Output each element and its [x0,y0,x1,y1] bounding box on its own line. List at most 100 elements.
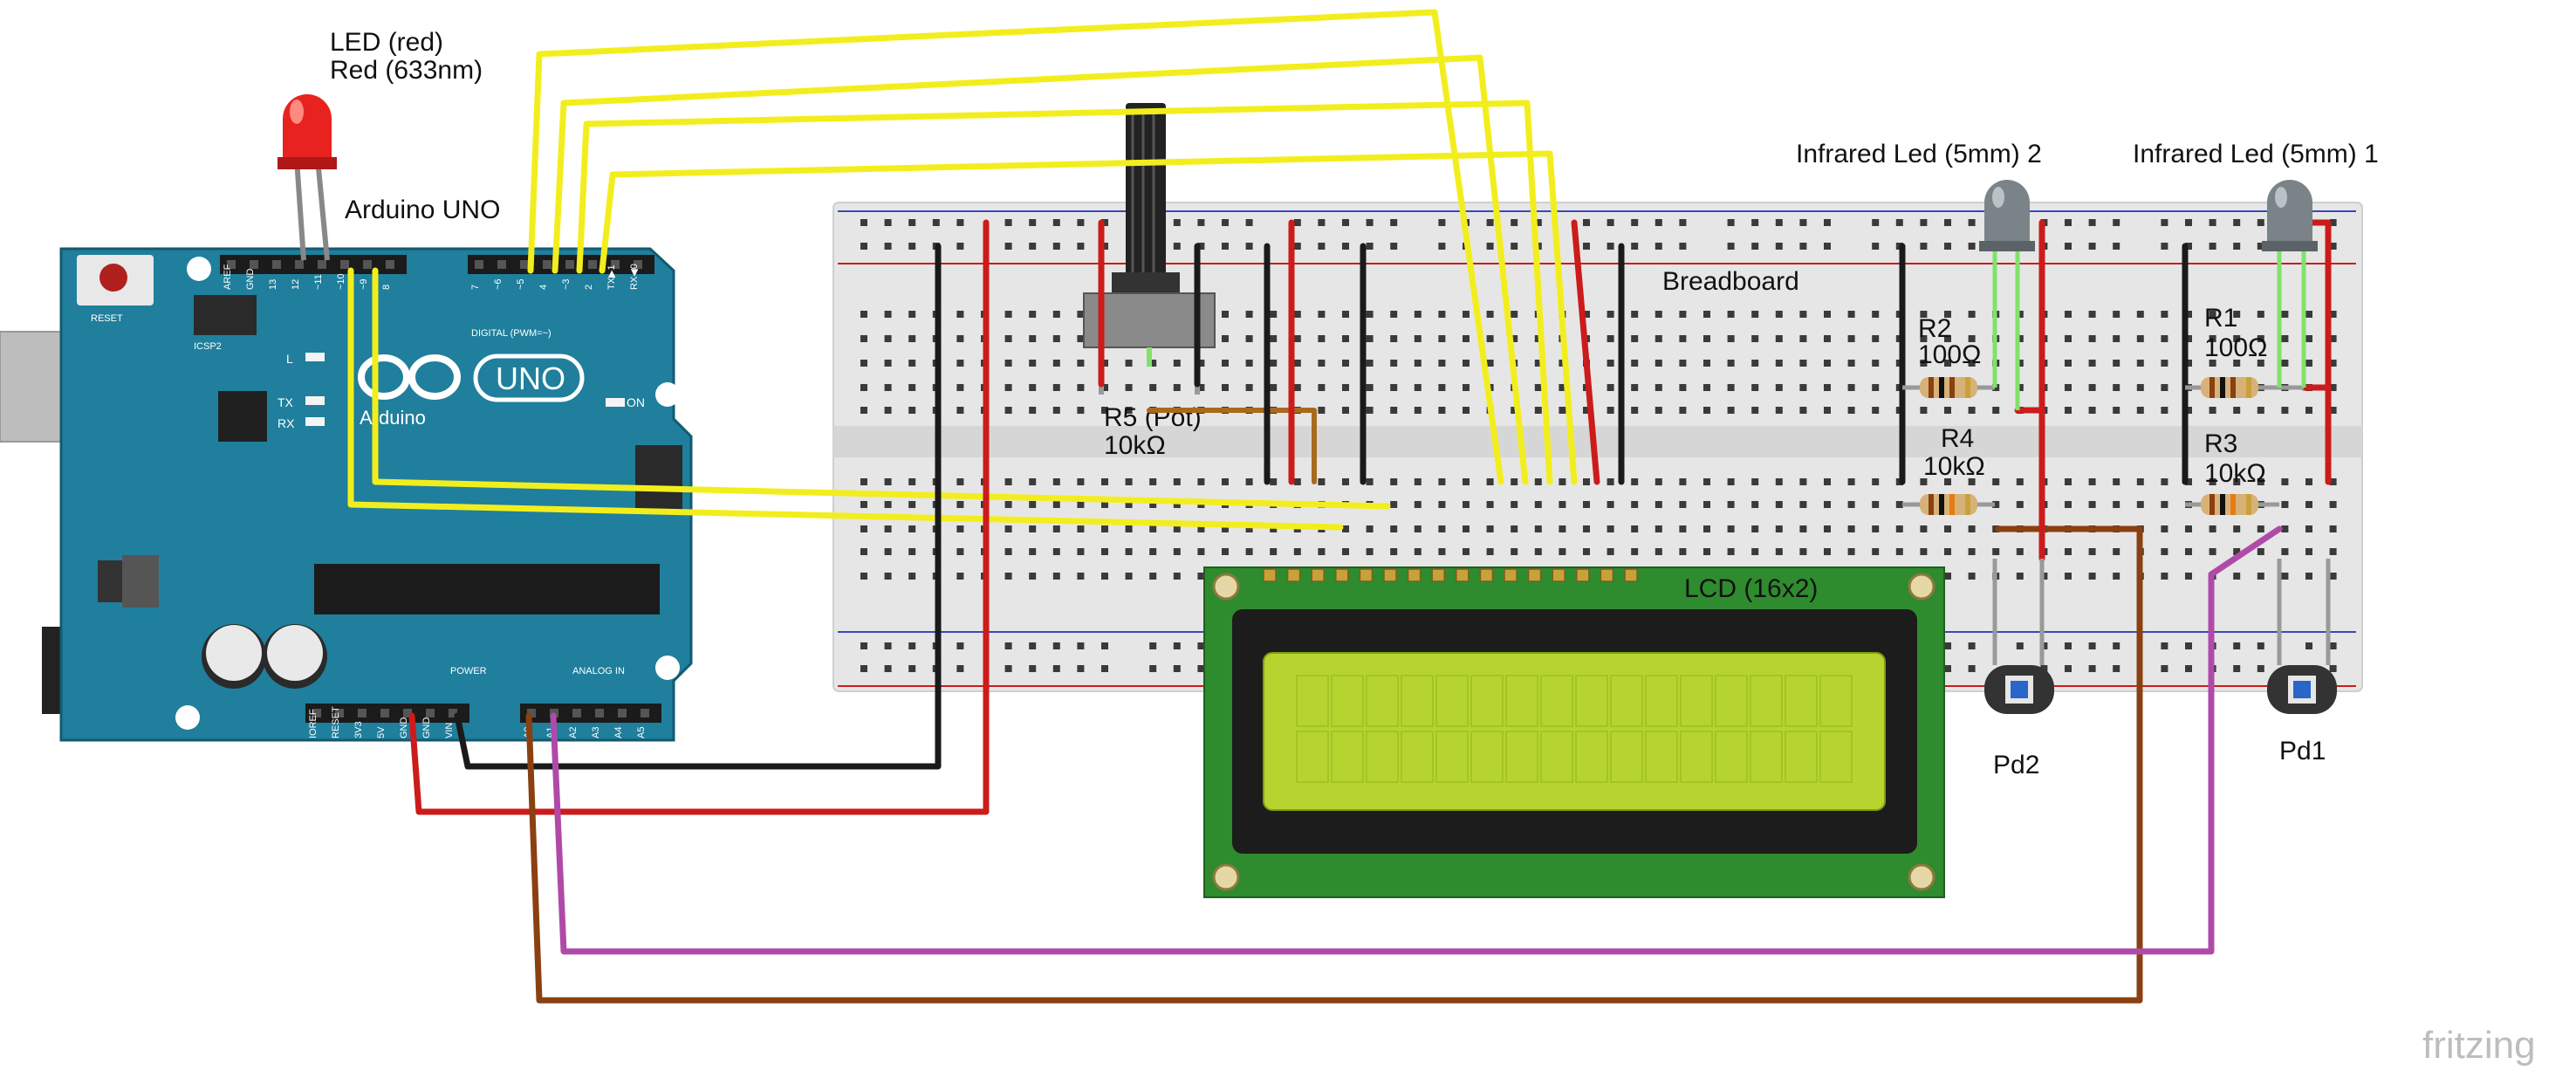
rail-hole [1775,243,1783,250]
breadboard-hole [1703,311,1710,318]
breadboard-hole [2257,478,2264,485]
breadboard-hole [1390,548,1398,555]
breadboard-hole [1342,478,1349,485]
breadboard-hole [1342,407,1349,414]
header-pin [363,260,372,269]
rail-hole [1004,642,1012,649]
breadboard-hole [1607,407,1614,414]
breadboard-hole [1173,573,1181,580]
header-pin [641,709,649,717]
breadboard-hole [1222,478,1229,485]
breadboard-hole [1197,360,1205,367]
wire-black-gnd [454,243,942,770]
breadboard-hole [1486,478,1494,485]
rail-hole [1052,642,1060,649]
breadboard-hole [1342,311,1349,318]
breadboard-hole [1847,478,1855,485]
breadboard-hole [1824,525,1831,532]
rail-hole [1173,243,1181,250]
breadboard-hole [1920,548,1928,555]
breadboard-hole [1173,384,1181,391]
breadboard-hole [1342,335,1349,342]
rail-hole [2185,219,2192,226]
rail-hole [1390,243,1398,250]
breadboard-hole [1775,384,1783,391]
breadboard-hole [1029,384,1037,391]
breadboard-hole [1511,501,1518,508]
rail-hole [1101,642,1108,649]
breadboard-label: Breadboard [1662,267,1799,296]
breadboard-hole [1342,548,1349,555]
digital-label: DIGITAL (PWM=~) [471,328,552,339]
breadboard-hole [2281,407,2289,414]
r3-label: R3 [2204,429,2237,458]
tx-label: TX [277,395,294,409]
rail-hole [2185,642,2192,649]
lcd-label: LCD (16x2) [1684,574,1818,603]
breadboard-hole [1559,525,1566,532]
rail-hole [1029,642,1037,649]
rail-hole [1944,665,1951,672]
rail-hole [1222,243,1229,250]
led-name: LED (red) [330,28,443,57]
rail-hole [2065,243,2072,250]
breadboard-hole [2065,360,2072,367]
breadboard-hole [1293,548,1301,555]
breadboard-hole [2329,548,2337,555]
breadboard-hole [908,360,916,367]
breadboard-hole [1077,573,1085,580]
rail-hole [1968,642,1976,649]
breadboard-hole [2136,335,2144,342]
breadboard-hole [1799,525,1807,532]
wire-yellow-2 [552,54,1529,485]
breadboard-hole [2161,573,2168,580]
pin-label: RESET [331,706,341,738]
rail-hole [1655,219,1662,226]
pin-label: GND [245,269,256,291]
breadboard-hole [1775,407,1783,414]
rail-hole [1775,219,1783,226]
rail-hole [2065,665,2072,672]
rail-hole [1197,642,1205,649]
reset-button[interactable] [99,264,127,292]
breadboard-hole [2185,360,2192,367]
breadboard-hole [2329,407,2337,414]
rail-hole [2185,243,2192,250]
breadboard-hole [1390,360,1398,367]
breadboard-hole [1655,335,1662,342]
breadboard-hole [1077,384,1085,391]
rail-hole [1920,243,1928,250]
rail-hole [1727,243,1735,250]
breadboard-hole [1775,548,1783,555]
breadboard-hole [860,407,867,414]
breadboard-hole [1944,311,1951,318]
rail-hole [1920,219,1928,226]
rail-hole [1318,243,1326,250]
pin-label: 4 [538,285,549,290]
breadboard-hole [2088,478,2096,485]
breadboard-hole [1944,525,1951,532]
breadboard-hole [2329,525,2337,532]
breadboard-hole [1414,501,1422,508]
rail-hole [860,243,867,250]
header-pin [565,260,574,269]
breadboard-hole [2209,335,2216,342]
breadboard-hole [1727,360,1735,367]
breadboard-hole [2257,548,2264,555]
breadboard-hole [860,384,867,391]
breadboard-hole [1077,335,1085,342]
breadboard-hole [1607,548,1614,555]
breadboard-hole [1125,501,1133,508]
breadboard-hole [2257,573,2264,580]
breadboard-hole [1944,478,1951,485]
breadboard-hole [884,525,892,532]
breadboard-hole [1463,384,1470,391]
breadboard-hole [1872,360,1880,367]
breadboard-hole [2233,573,2241,580]
breadboard-hole [1101,573,1108,580]
breadboard-hole [1318,478,1326,485]
breadboard-hole [2209,478,2216,485]
breadboard-hole [1631,311,1639,318]
breadboard-hole [2161,384,2168,391]
wire-yellow-4 [599,150,1578,485]
